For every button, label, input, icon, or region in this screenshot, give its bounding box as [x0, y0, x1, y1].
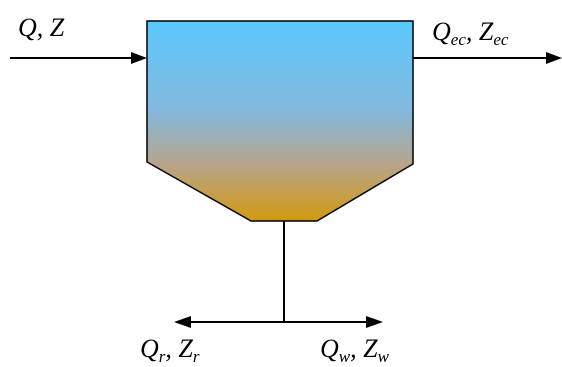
split-arrow — [174, 316, 383, 328]
settler-tank — [146, 20, 414, 222]
effluent-arrow — [413, 52, 562, 64]
inlet-label: Q, Z — [18, 13, 65, 42]
inlet-arrow — [10, 52, 147, 64]
recycle-label: Qr, Zr — [140, 334, 200, 366]
recycle-arrowhead — [174, 316, 191, 328]
waste-label: Qw, Zw — [320, 334, 389, 366]
effluent-label: Qec, Zec — [432, 17, 509, 49]
waste-arrowhead — [366, 316, 383, 328]
